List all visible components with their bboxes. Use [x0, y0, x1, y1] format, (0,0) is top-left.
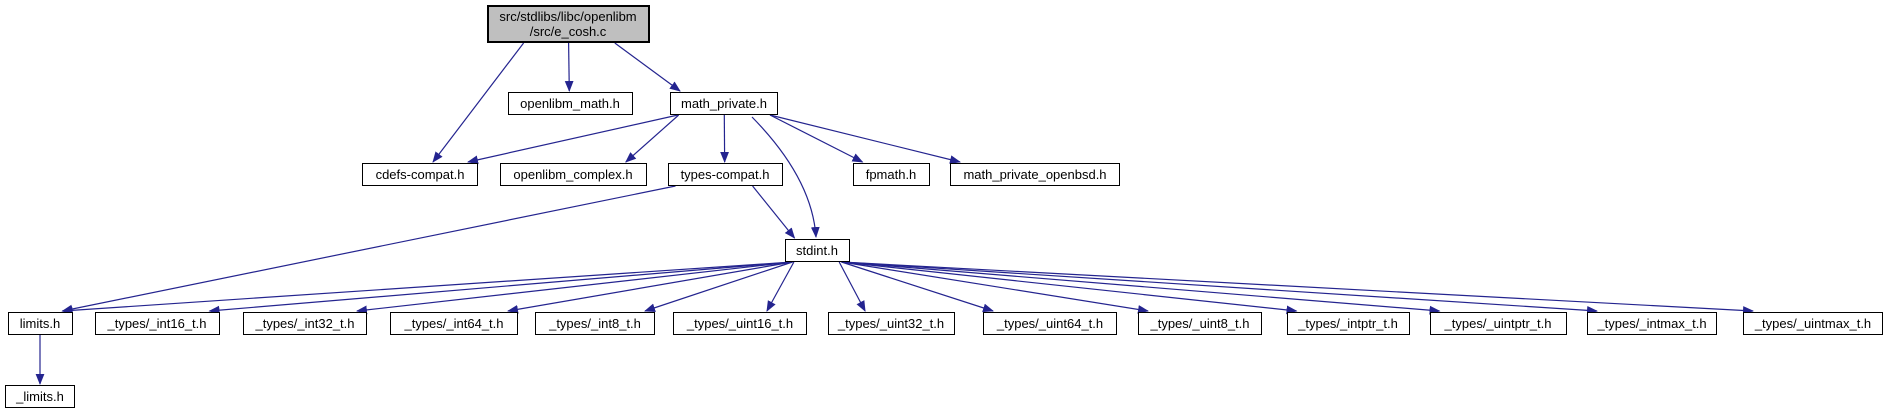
graph-node-types-compat[interactable]: types-compat.h	[667, 163, 783, 186]
edge-stdint-to-uint8	[841, 261, 1149, 314]
graph-node-uint8[interactable]: _types/_uint8_t.h	[1138, 312, 1262, 335]
graph-node-e-cosh[interactable]: src/stdlibs/libc/openlibm /src/e_cosh.c	[486, 5, 650, 43]
edge-math_private-to-fpmath	[769, 114, 864, 163]
edge-stdint-to-int8	[644, 261, 793, 313]
edge-e_cosh-to-math_private	[614, 42, 681, 92]
graph-node-uint16[interactable]: _types/_uint16_t.h	[673, 312, 807, 335]
edge-stdint-to-uint64	[841, 261, 994, 313]
edge-e_cosh-to-openlibm_math	[564, 42, 574, 92]
edge-math_private-to-stdint	[751, 116, 820, 238]
graph-node-limits-internal[interactable]: _limits.h	[5, 385, 75, 408]
edge-math_private-to-math_private_openbsd	[769, 114, 961, 164]
graph-node-int8[interactable]: _types/_int8_t.h	[535, 312, 655, 335]
edge-stdint-to-int32	[356, 261, 793, 315]
edge-stdint-to-uintmax	[841, 261, 1754, 315]
edge-stdint-to-uintptr	[841, 261, 1441, 315]
graph-node-uintmax[interactable]: _types/_uintmax_t.h	[1743, 312, 1883, 335]
edge-stdint-to-intptr	[841, 261, 1298, 315]
edge-stdint-to-int16	[208, 261, 793, 315]
edge-stdint-to-intmax	[841, 261, 1598, 315]
graph-node-openlibm-complex[interactable]: openlibm_complex.h	[499, 163, 647, 186]
graph-node-math-private[interactable]: math_private.h	[670, 92, 778, 115]
edge-e_cosh-to-cdefs_compat	[432, 42, 525, 163]
graph-node-int64[interactable]: _types/_int64_t.h	[390, 312, 518, 335]
edge-stdint-to-limits	[61, 261, 793, 315]
graph-node-int32[interactable]: _types/_int32_t.h	[243, 312, 367, 335]
graph-node-math-private-openbsd[interactable]: math_private_openbsd.h	[950, 163, 1120, 186]
edge-stdint-to-uint16	[766, 261, 795, 312]
graph-node-cdefs-compat[interactable]: cdefs-compat.h	[362, 163, 478, 186]
graph-node-uintptr[interactable]: _types/_uintptr_t.h	[1429, 312, 1567, 335]
edge-types_compat-to-limits	[61, 185, 676, 314]
edge-math_private-to-openlibm_complex	[625, 114, 680, 163]
graph-node-limits[interactable]: limits.h	[7, 312, 73, 335]
graph-node-int16[interactable]: _types/_int16_t.h	[94, 312, 220, 335]
graph-node-stdint[interactable]: stdint.h	[784, 239, 850, 262]
graph-node-uint64[interactable]: _types/_uint64_t.h	[983, 312, 1117, 335]
edge-math_private-to-cdefs_compat	[467, 114, 679, 165]
graph-node-openlibm-math[interactable]: openlibm_math.h	[507, 92, 633, 115]
graph-node-uint32[interactable]: _types/_uint32_t.h	[827, 312, 955, 335]
graph-node-intmax[interactable]: _types/_intmax_t.h	[1587, 312, 1717, 335]
edge-stdint-to-uint32	[838, 261, 866, 312]
edge-stdint-to-int64	[507, 261, 793, 314]
graph-node-fpmath[interactable]: fpmath.h	[852, 163, 930, 186]
graph-node-intptr[interactable]: _types/_intptr_t.h	[1286, 312, 1410, 335]
edge-types_compat-to-stdint	[752, 185, 796, 239]
